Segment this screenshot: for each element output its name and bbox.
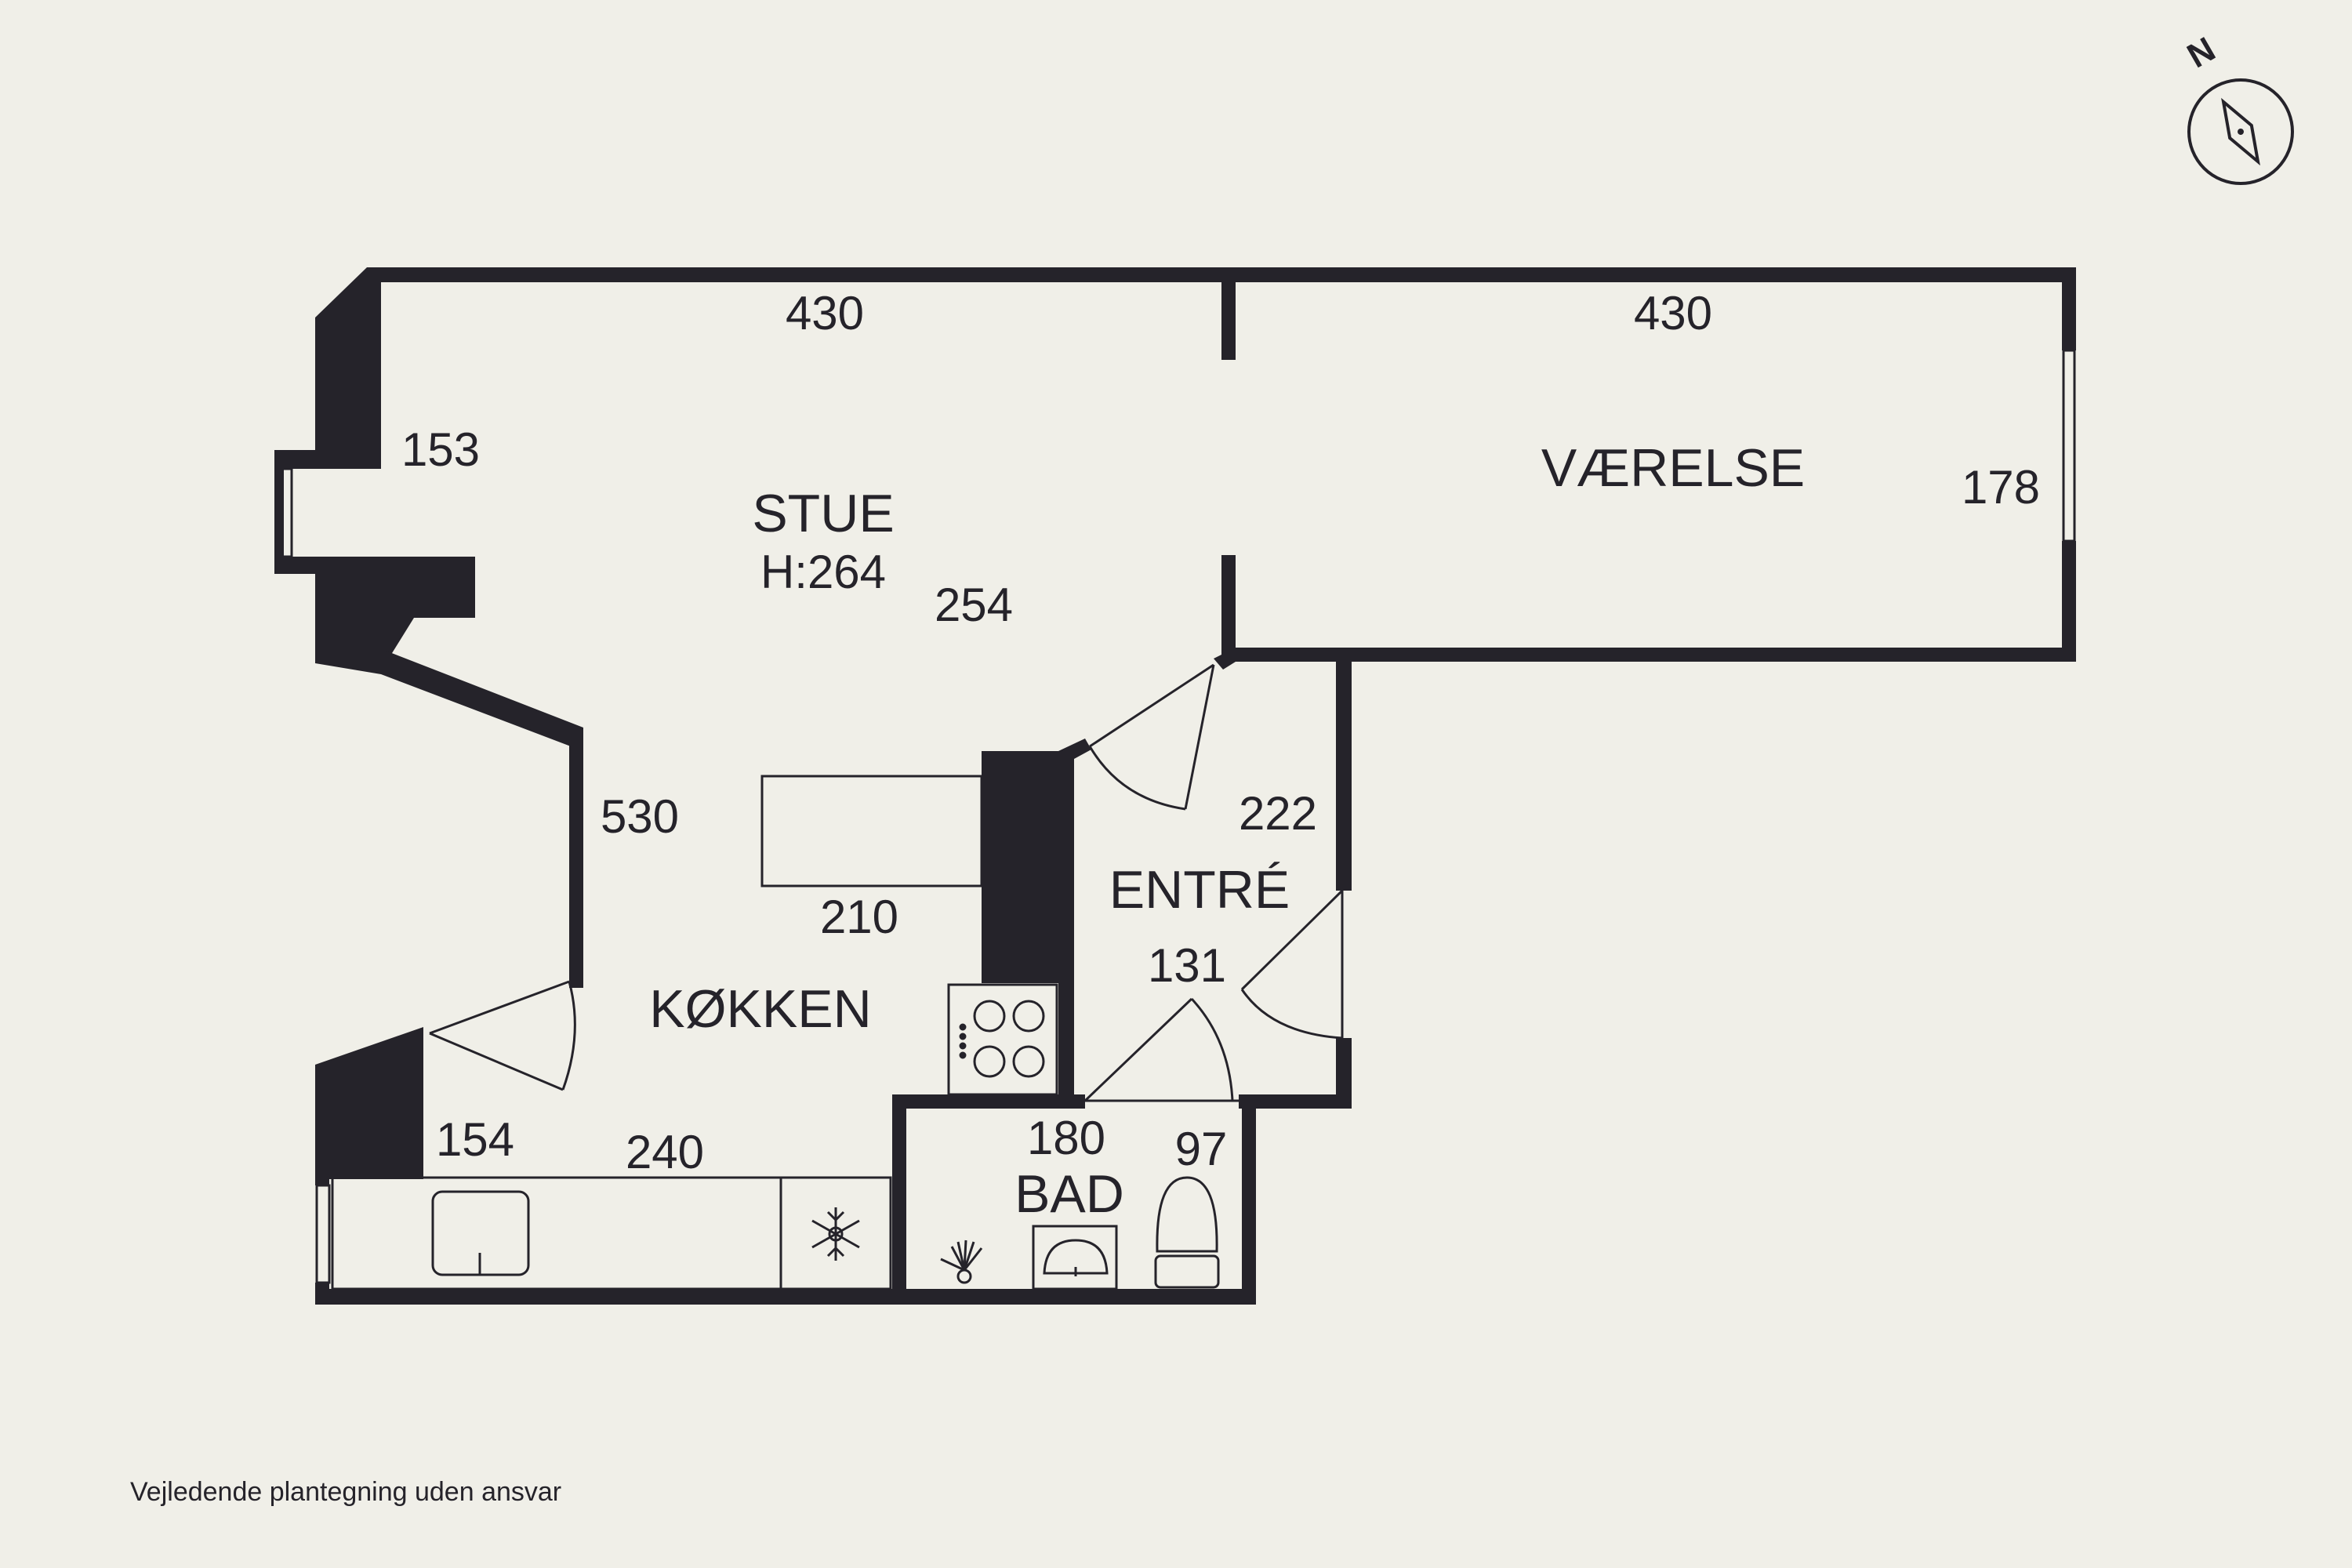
walls: [274, 267, 2076, 1305]
dim-vaerelse-right: 178: [1962, 461, 2040, 514]
wall-top-left-chamfer: [315, 267, 381, 469]
dim-stue-depth: 254: [935, 579, 1013, 631]
windows: [276, 349, 2076, 1284]
wall-entre-right-upper: [1336, 648, 1352, 891]
wall-door-pillar: [315, 1027, 423, 1179]
room-label-koekken: KØKKEN: [649, 979, 871, 1039]
dim-stue-top: 430: [786, 287, 864, 339]
room-label-vaerelse: VÆRELSE: [1541, 438, 1805, 498]
wall-entre-right-lower: [1336, 1038, 1352, 1109]
room-label-bad: BAD: [1014, 1164, 1124, 1224]
room-labels: STUE H:264 VÆRELSE KØKKEN ENTRÉ BAD: [649, 438, 1805, 1224]
shower-icon: [940, 1240, 983, 1284]
wall-bad-left: [892, 1094, 906, 1305]
dim-koekken-bottom: 240: [626, 1126, 704, 1178]
wall-partition-upper: [1221, 267, 1236, 360]
wall-koekken-left: [569, 728, 583, 988]
washbasin-icon: [1032, 1225, 1118, 1290]
wall-koekken-left-lower-top: [315, 1168, 329, 1185]
wall-entre-door-jamb-right: [1214, 648, 1236, 670]
dim-vaerelse-top: 430: [1634, 287, 1712, 339]
dim-bad-width: 180: [1027, 1112, 1105, 1164]
dim-counter-width: 210: [820, 891, 898, 943]
door-koekken: [429, 980, 576, 1091]
room-label-stue: STUE: [752, 484, 894, 543]
dim-koekken-left: 530: [601, 790, 679, 843]
kitchen-sink-icon: [431, 1190, 530, 1276]
wall-window-niche-top: [274, 450, 381, 469]
wall-bottom: [315, 1289, 1256, 1305]
window-koekken-left: [315, 1184, 331, 1284]
door-front: [1240, 889, 1344, 1040]
wall-vaerelse-right-lower: [2062, 541, 2076, 662]
freezer-snowflake-icon: [811, 1207, 860, 1261]
window-stue-left: [276, 467, 293, 558]
wall-pillar-left: [274, 557, 475, 663]
kitchen-counter: [760, 775, 983, 887]
compass-north-label: N: [2181, 30, 2222, 75]
wall-partition-lower: [1221, 555, 1236, 662]
wall-bad-top-right: [1239, 1094, 1352, 1109]
dim-entre-right: 222: [1239, 787, 1317, 840]
dim-entre-width: 131: [1148, 939, 1226, 992]
wall-bad-top: [892, 1094, 1085, 1109]
wall-bad-right: [1242, 1094, 1256, 1305]
door-stue-entre: [1088, 663, 1215, 811]
dim-bad-toilet: 97: [1175, 1123, 1228, 1175]
toilet-icon: [1154, 1176, 1220, 1289]
compass: N: [2181, 30, 2294, 185]
wall-vaerelse-right-upper: [2062, 267, 2076, 350]
disclaimer-text: Vejledende plantegning uden ansvar: [130, 1477, 561, 1507]
doors: [429, 663, 1344, 1102]
compass-needle-icon: [2221, 97, 2260, 166]
wall-entre-left: [1058, 751, 1074, 1094]
wall-entre-door-jamb-left: [1058, 739, 1091, 759]
dim-koekken-door-wall: 154: [436, 1113, 514, 1166]
wall-vaerelse-bottom: [1221, 648, 2076, 662]
room-label-entre: ENTRÉ: [1109, 860, 1290, 920]
stove-icon: [947, 983, 1058, 1096]
compass-circle: [2187, 78, 2294, 185]
dim-stue-left-upper: 153: [401, 423, 480, 476]
room-height-stue: H:264: [760, 546, 886, 598]
door-bad: [1083, 997, 1239, 1102]
fixtures: [331, 775, 1220, 1290]
window-vaerelse-right: [2062, 349, 2076, 543]
dimension-labels: 430 430 153 178 254 530 210 222 131 154 …: [401, 287, 2040, 1178]
wall-angled: [315, 651, 583, 746]
kitchen-run: [331, 1176, 892, 1290]
